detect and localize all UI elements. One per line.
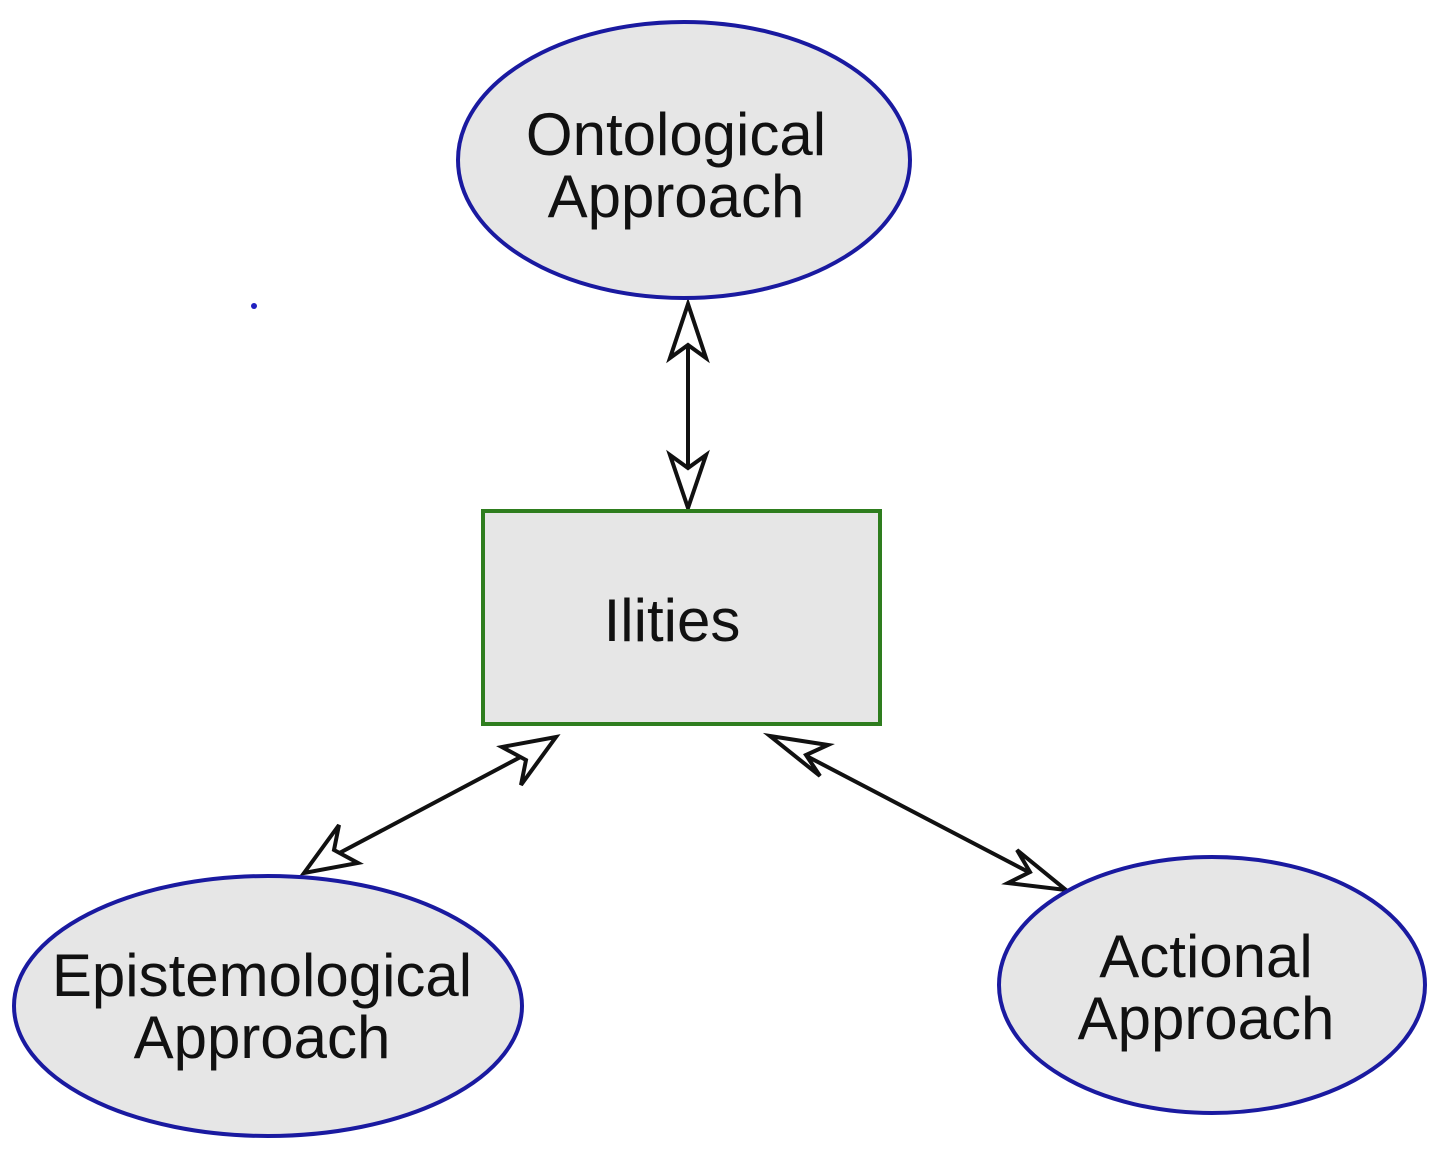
ontological-label-line-1: Ontological — [526, 101, 826, 168]
node-epistemological-approach[interactable]: Epistemological Approach — [12, 874, 524, 1138]
ontological-ellipse — [456, 20, 912, 300]
node-ontological-approach[interactable]: Ontological Approach — [456, 20, 912, 300]
ontological-label-line-2: Approach — [548, 163, 805, 230]
ilities-label: Ilities — [604, 587, 741, 654]
node-ilities[interactable]: Ilities — [481, 509, 882, 726]
stray-dot — [251, 303, 257, 309]
actional-label-line-2: Approach — [1078, 985, 1335, 1052]
epistemological-label-line-2: Approach — [134, 1004, 391, 1071]
ilities-box — [481, 509, 882, 726]
node-actional-approach[interactable]: Actional Approach — [997, 855, 1427, 1115]
epistemological-ellipse — [12, 874, 524, 1138]
edge-ontological-ilities — [666, 297, 710, 515]
actional-label-line-1: Actional — [1099, 923, 1312, 990]
edge-actional-ilities — [762, 732, 1073, 893]
actional-ellipse — [997, 855, 1427, 1115]
edges — [299, 297, 1073, 893]
edge-epistemological-ilities — [299, 734, 561, 876]
epistemological-label-line-1: Epistemological — [52, 942, 472, 1009]
